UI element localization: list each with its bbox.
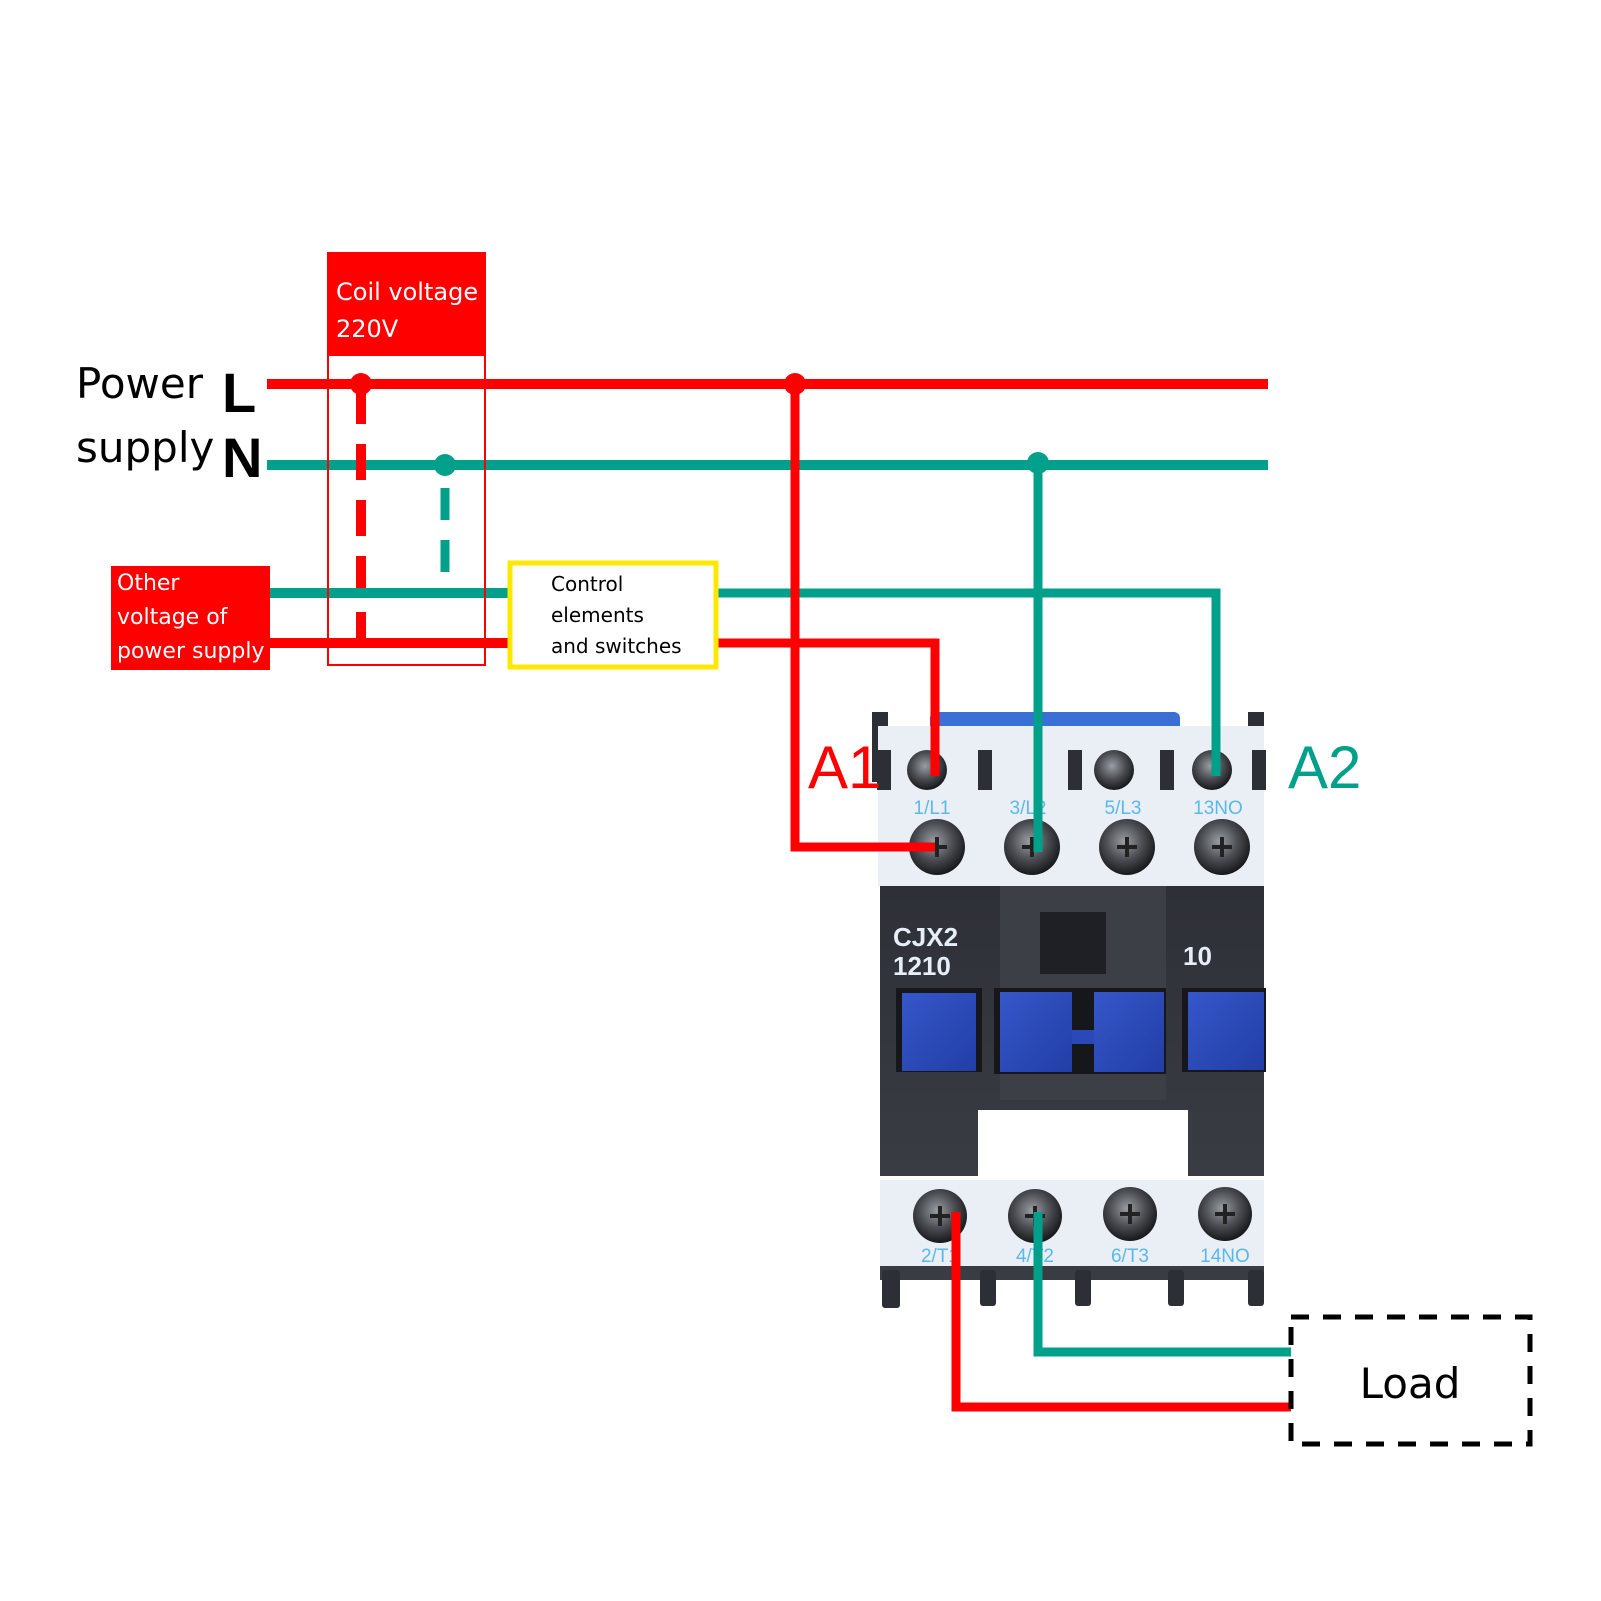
terminal-label-13NO: 13NO [1193,798,1243,819]
load-neutral-wire [1033,1212,1291,1357]
other-voltage-line2: voltage of [117,605,229,630]
foot [980,1270,996,1306]
separator [877,750,891,790]
foot [1075,1270,1091,1306]
separator [978,750,992,790]
power-label: Power [76,359,204,408]
model-line-1: CJX2 [893,922,958,952]
control-elements-box [507,560,719,670]
contactor: 1/L1 3/L2 5/L3 13NO CJX2 1210 10 [872,712,1266,1308]
center-window [1040,912,1106,974]
foot [1248,1270,1264,1306]
other-voltage-box [111,566,270,670]
terminal-label-5-L3: 5/L3 [1105,798,1142,819]
control-live-to-A1 [716,638,940,776]
control-line2: elements [551,603,644,627]
top-screws [909,819,1250,875]
other-voltage-line3: power supply [117,639,264,664]
blue-button-face [902,993,976,1071]
separator [1160,750,1174,790]
terminal-label-1-L1: 1/L1 [914,798,951,819]
label-plate [978,1110,1188,1182]
blue-button-face [1094,992,1164,1072]
live-to-1L1 [790,384,935,852]
blue-button-face [1000,992,1072,1072]
screw-a1-icon [907,750,947,790]
control-line1: Control [551,572,623,596]
foot [882,1270,900,1308]
wires [267,373,1291,1412]
separator [1252,750,1266,790]
model-line-2: 1210 [893,951,951,981]
foot [1168,1270,1184,1306]
coil-terminal-A1: A1 [808,734,881,801]
coil-voltage-header [328,253,485,356]
blue-button-bridge [1072,1030,1094,1044]
coil-terminal-A2: A2 [1288,734,1361,801]
control-line3: and switches [551,634,682,658]
load-label: Load [1360,1359,1461,1408]
terminal-label-2-T1: 2/T1 [921,1246,959,1267]
terminal-label-14NO: 14NO [1200,1246,1250,1267]
bottom-base [880,1266,1264,1280]
load-box [1288,1314,1533,1447]
separator [1068,750,1082,790]
line-N-label: N [222,426,262,489]
junction-dot [1027,452,1049,474]
junction-dot [784,373,806,395]
coil-voltage-label-line2: 220V [336,315,399,343]
junction-dot [350,373,372,395]
junction-dot [434,454,456,476]
coil-voltage-label-line1: Coil voltage [336,278,478,306]
control-neutral-to-A2 [716,588,1221,776]
supply-label: supply [76,423,214,472]
other-voltage-line1: Other [117,571,180,596]
line-L-label: L [222,361,256,424]
load-live-wire [951,1212,1291,1412]
blue-button-face [1188,992,1264,1070]
terminal-label-6-T3: 6/T3 [1111,1246,1149,1267]
screw-coil-icon [1094,750,1134,790]
contact-code: 10 [1183,941,1212,971]
